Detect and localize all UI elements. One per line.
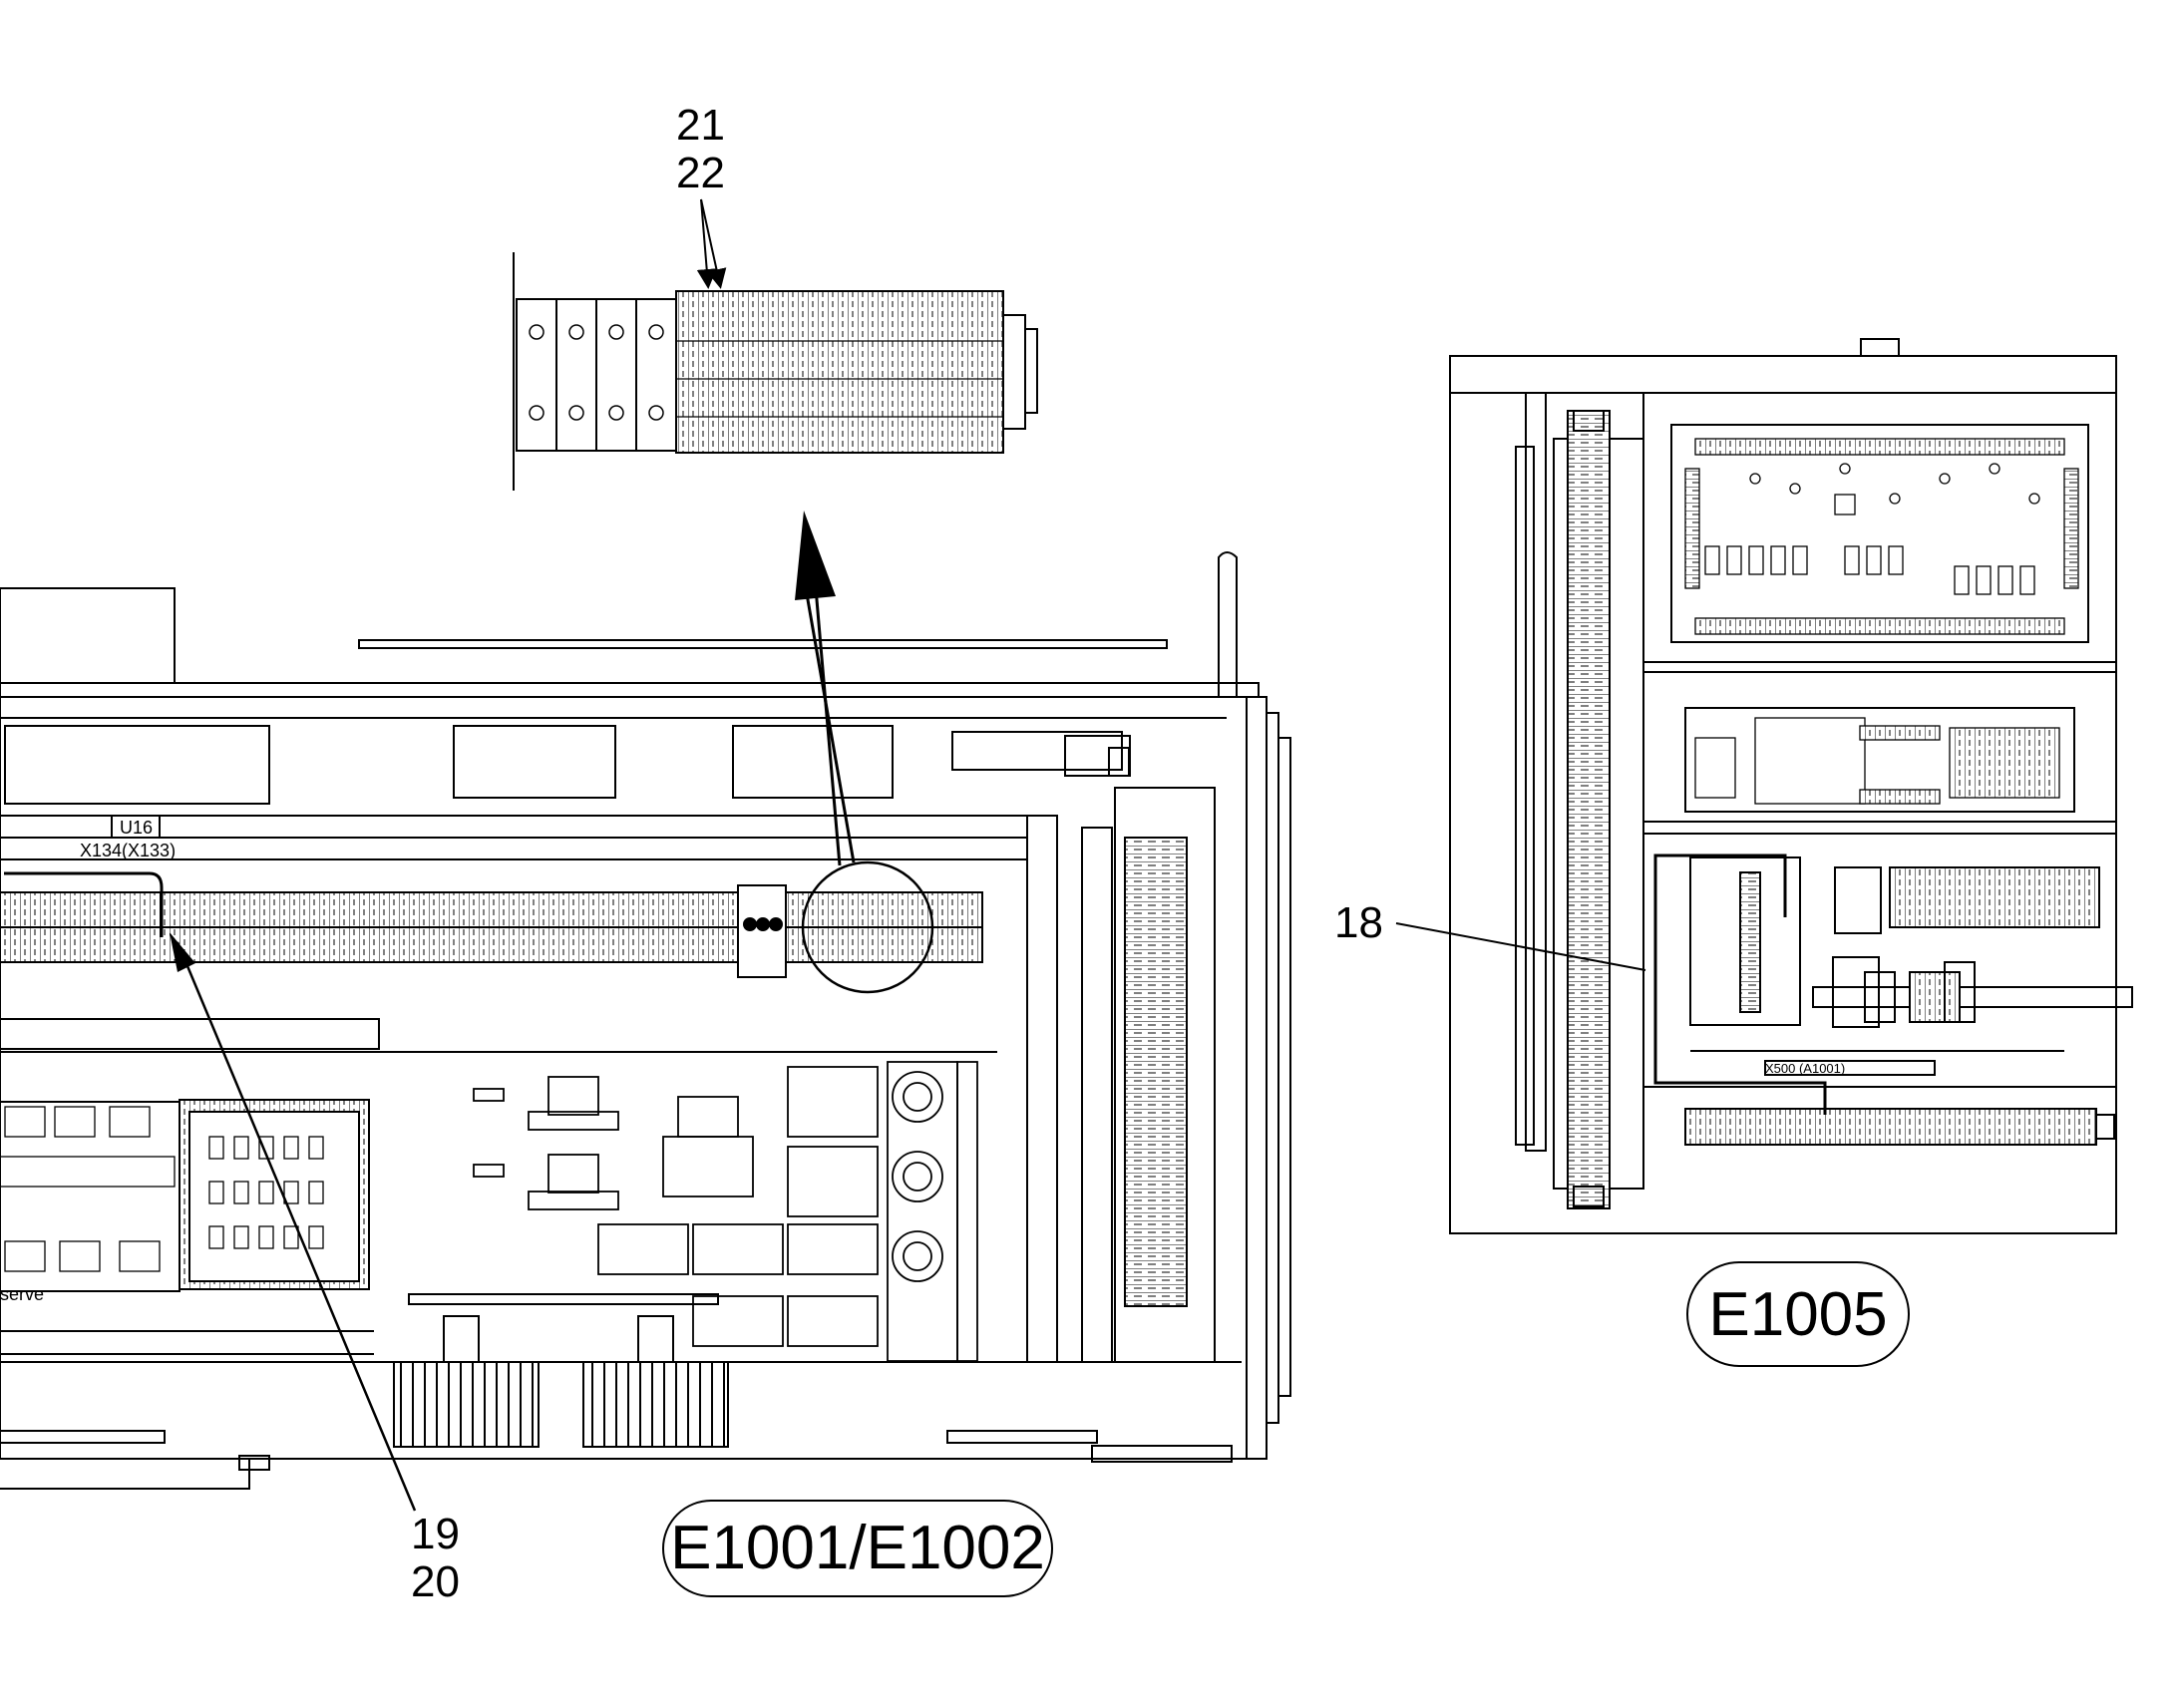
detail-pointer-arrow (795, 511, 856, 866)
callout-19: 19 (411, 1510, 460, 1558)
cabinet-e1001-e1002 (0, 551, 1291, 1490)
terminal-screws-left (529, 324, 664, 421)
callout-18-leader (1395, 922, 1646, 971)
callout-22: 22 (676, 149, 725, 197)
label-u16: U16 (120, 818, 153, 838)
label-reserve: serve (0, 1284, 44, 1304)
terminal-screw-rows (676, 340, 1003, 418)
cable-x500 (1653, 854, 1827, 1115)
right-view-label: E1005 (1708, 1280, 1887, 1349)
label-x134: X134(X133) (80, 841, 176, 860)
label-x500: X500 (A1001) (1765, 1061, 1845, 1076)
magnifier-circle (801, 860, 934, 994)
callout-21-22-leaders (696, 198, 727, 289)
callout-18: 18 (1334, 898, 1383, 947)
callout-20: 20 (411, 1557, 460, 1606)
terminal-block-detail (513, 252, 1038, 491)
right-view-label-bubble (1686, 1261, 1910, 1367)
contactors (473, 1061, 978, 1362)
main-view-label: E1001/E1002 (670, 1514, 1045, 1582)
main-view-label-bubble (662, 1500, 1053, 1597)
cabinet-e1005 (1449, 338, 2133, 1234)
callout-21: 21 (676, 101, 725, 150)
callout-19-20-leader (4, 871, 417, 1512)
